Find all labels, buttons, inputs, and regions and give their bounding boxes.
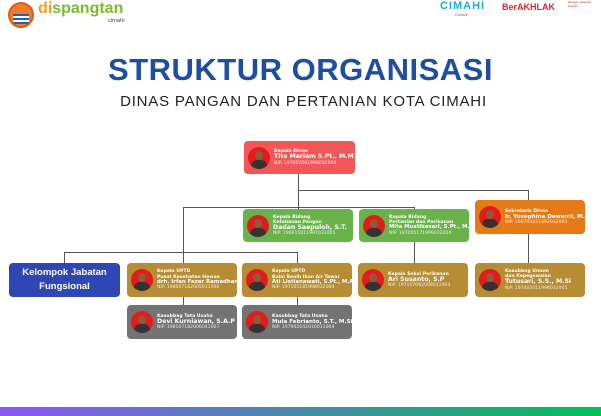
role-unit: Pertanian dan Perikanan bbox=[389, 220, 454, 225]
avatar bbox=[246, 311, 268, 333]
nip: NIP. 196703221992032005 bbox=[505, 220, 568, 226]
name: drh. Irfan Fazar Ramadhan bbox=[157, 278, 239, 285]
nip: NIP. 197105181998032004 bbox=[272, 285, 335, 291]
avatar bbox=[479, 206, 501, 228]
connector bbox=[64, 252, 65, 263]
name: Devi Kurniawan, S.A.P bbox=[157, 317, 235, 325]
role-unit: Balai Benih Ikan Air Tawar bbox=[272, 274, 340, 280]
nip: NIP. 197107082008011004 bbox=[388, 283, 451, 289]
role: Kepala UPTD bbox=[157, 269, 191, 275]
avatar bbox=[363, 214, 385, 237]
avatar bbox=[131, 311, 153, 333]
role: Kasubbag Umum bbox=[505, 269, 549, 275]
cimahi-tagline: Cimahi bbox=[455, 12, 468, 17]
avatar bbox=[362, 269, 384, 291]
nip: NIP. 198107182006041007 bbox=[157, 325, 220, 331]
label: Kelompok Jabatan bbox=[22, 267, 107, 278]
logo-main: spangtan bbox=[52, 0, 124, 17]
name: Dadan Saepuloh, S.T. bbox=[273, 223, 347, 231]
avatar bbox=[246, 269, 268, 291]
avatar bbox=[248, 146, 270, 169]
role: Kepala UPTD bbox=[272, 269, 306, 275]
avatar bbox=[131, 269, 153, 291]
avatar bbox=[479, 269, 501, 291]
name: Ir. Yosephina Dewanti, M.M bbox=[505, 213, 591, 220]
connector bbox=[298, 190, 528, 191]
connector bbox=[528, 190, 529, 200]
bangga-melayani-logo: bangga melayani bangsa bbox=[568, 0, 591, 8]
page-title: STRUKTUR ORGANISASI bbox=[108, 52, 493, 87]
role: Kasubbag Tata Usaha bbox=[272, 313, 328, 319]
name: Ari Susanto, S.P bbox=[388, 275, 445, 283]
name: Mita Mustikasari, S.Pt., M.M bbox=[389, 224, 475, 231]
dispangtan-logo-text: dispangtan bbox=[38, 0, 123, 18]
connector bbox=[64, 252, 298, 253]
page-subtitle: DINAS PANGAN DAN PERTANIAN KOTA CIMAHI bbox=[120, 93, 487, 110]
nip: NIP. 197005171999032004 bbox=[389, 230, 452, 236]
berakhlak-logo: BerAKHLAK bbox=[502, 2, 556, 12]
nip: NIP. 197007061998032006 bbox=[274, 160, 337, 166]
nip: NIP. 196911011997031005 bbox=[273, 231, 336, 237]
role: Sekretaris Dinas bbox=[505, 208, 548, 214]
role: Kasubbag Tata Usaha bbox=[157, 313, 213, 319]
role: Kepala Dinas bbox=[274, 149, 308, 155]
connector bbox=[298, 174, 299, 209]
logo-prefix: di bbox=[38, 0, 53, 17]
role-unit: Pusat Kesehatan Hewan bbox=[157, 274, 220, 280]
name: Tutusari, S.S., M.Si bbox=[505, 278, 572, 286]
role-unit: Ketahanan Pangan bbox=[273, 219, 322, 225]
nip: NIP. 198007162005011006 bbox=[157, 285, 220, 291]
connector bbox=[183, 207, 414, 208]
role: Kepala Seksi Perikanan bbox=[388, 271, 449, 277]
connector bbox=[528, 234, 529, 263]
footer-gradient-bar bbox=[0, 407, 601, 416]
cimahi-logo: CIMAHI bbox=[440, 0, 486, 12]
role: Kepala Bidang bbox=[273, 214, 311, 220]
logo-sub: cimahi bbox=[108, 18, 125, 24]
role-unit: dan Kepegawaian bbox=[505, 274, 551, 280]
nip: NIP. 197902042010011004 bbox=[272, 325, 335, 331]
connector bbox=[183, 207, 184, 305]
name: Ati Listianawati, S.Pt., M.AP bbox=[272, 278, 358, 285]
avatar bbox=[247, 214, 269, 237]
nip: NIP. 197403311998032005 bbox=[505, 285, 568, 291]
dispangtan-emblem-logo bbox=[8, 2, 34, 28]
role: Kepala Bidang bbox=[389, 214, 427, 220]
name: Mula Febrianto, S.T., M.Si bbox=[272, 318, 353, 325]
name: Tita Mariam S.Pt., M.M bbox=[274, 153, 354, 161]
label: Fungsional bbox=[39, 281, 90, 292]
